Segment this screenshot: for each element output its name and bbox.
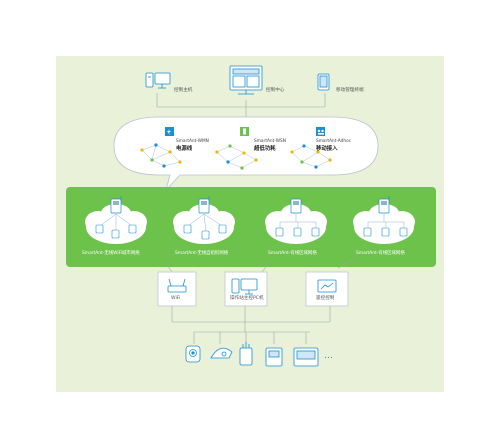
cloud-node-links bbox=[99, 213, 405, 233]
network-name-wsn: SmartAnt-WSN bbox=[254, 139, 286, 144]
dome-camera-icon bbox=[210, 347, 233, 359]
camera-icon bbox=[185, 345, 201, 363]
cloud-label-4: SmartAnt-有线区域网络 bbox=[356, 251, 405, 256]
network-desc-wmn: 电源线 bbox=[176, 146, 193, 152]
cloud-label-1: SmartAnt-无线WiFi城市网络 bbox=[82, 251, 140, 256]
control-host-label: 控制主机 bbox=[174, 88, 193, 93]
adhoc-badge-icon bbox=[316, 127, 325, 136]
gateway-screens bbox=[113, 201, 387, 205]
wifi-router-icon bbox=[167, 278, 187, 293]
remote-control-icon bbox=[317, 279, 337, 293]
mobile-terminal-icon bbox=[317, 73, 330, 91]
network-name-wmn: SmartAnt-WMN bbox=[176, 139, 209, 144]
control-center-icon bbox=[229, 65, 263, 95]
sensor-icon bbox=[239, 342, 253, 366]
network-desc-adhoc: 移动接入 bbox=[316, 146, 338, 152]
network-desc-wsn: 超低功耗 bbox=[254, 146, 276, 152]
cloud-label-3: SmartAnt-有线区域网络 bbox=[268, 251, 317, 256]
control-center-label: 控制中心 bbox=[266, 88, 285, 93]
wifi-box-label: WiFi bbox=[171, 296, 181, 301]
cloud-label-2: SmartAnt-无线自组织网络 bbox=[175, 251, 229, 256]
more-devices-ellipsis: … bbox=[324, 351, 333, 361]
mobile-terminal-label: 移动管理终端 bbox=[336, 88, 364, 93]
network-bubble bbox=[113, 116, 379, 191]
control-host-icon bbox=[145, 72, 171, 89]
display-panel-icon bbox=[293, 347, 319, 367]
cloud-node-icons bbox=[95, 224, 408, 240]
network-name-adhoc: SmartAnt-Adhoc bbox=[316, 139, 352, 144]
pc-box-label: 操作站主控PC机 bbox=[230, 296, 264, 301]
wmn-badge-icon bbox=[165, 127, 174, 136]
wsn-badge-icon bbox=[240, 127, 249, 136]
mesh-cluster-1 bbox=[141, 144, 181, 167]
pc-icon bbox=[231, 278, 258, 295]
top-connectors bbox=[156, 93, 326, 117]
green-band bbox=[66, 187, 436, 267]
cloud-2 bbox=[173, 204, 235, 244]
mesh-cluster-3 bbox=[291, 145, 331, 168]
mesh-nodes bbox=[140, 143, 332, 170]
remote-box-label: 遥控控制 bbox=[316, 296, 335, 301]
mesh-cluster-2 bbox=[216, 145, 257, 169]
meter-icon bbox=[265, 347, 283, 367]
